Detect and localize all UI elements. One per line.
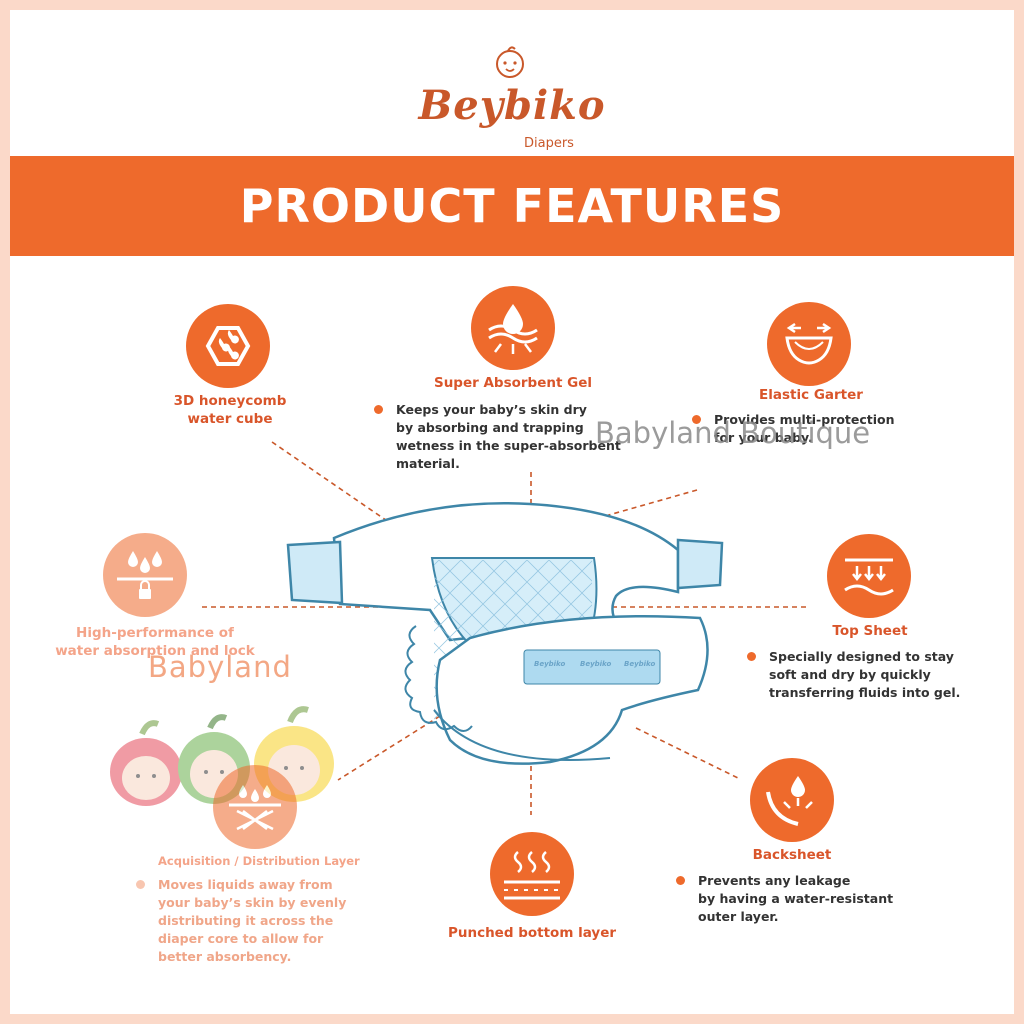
baby-face-icon bbox=[496, 46, 524, 78]
gel-title: Super Absorbent Gel bbox=[433, 375, 593, 391]
product-features-page: Beybiko Diapers PRODUCT FEATURES bbox=[10, 10, 1014, 1014]
bullet-icon bbox=[136, 880, 145, 889]
adl-description: Moves liquids away from your baby’s skin… bbox=[136, 876, 398, 966]
diaper-tag-label: Beybiko bbox=[624, 660, 656, 668]
backsheet-title: Backsheet bbox=[752, 847, 832, 863]
bullet-icon bbox=[692, 415, 701, 424]
bullet-icon bbox=[374, 405, 383, 414]
brand-logo: Beybiko Diapers bbox=[10, 40, 1014, 151]
lock-title: High-performance of water absorption and… bbox=[55, 625, 255, 659]
brand-sub: Diapers bbox=[524, 136, 574, 151]
drop-shield-icon bbox=[750, 758, 834, 842]
garter-title: Elastic Garter bbox=[759, 387, 863, 403]
topsheet-description: Specially designed to stay soft and dry … bbox=[747, 648, 1009, 702]
punched-title: Punched bottom layer bbox=[447, 925, 617, 941]
page-title: PRODUCT FEATURES bbox=[10, 156, 1014, 256]
backsheet-description: Prevents any leakage by having a water-r… bbox=[676, 872, 938, 926]
honeycomb-title: 3D honeycomb water cube bbox=[173, 393, 287, 427]
hexagon-drops-icon bbox=[186, 304, 270, 388]
gel-description: Keeps your baby’s skin dry by absorbing … bbox=[374, 401, 656, 473]
diaper-tag-label: Beybiko bbox=[580, 660, 612, 668]
diaper-illustration bbox=[286, 501, 724, 765]
topsheet-title: Top Sheet bbox=[832, 623, 908, 639]
bullet-icon bbox=[747, 652, 756, 661]
air-flow-icon bbox=[490, 832, 574, 916]
diaper-tag-label: Beybiko bbox=[534, 660, 566, 668]
brand-name: Beybiko bbox=[418, 82, 606, 129]
stretch-diaper-icon bbox=[767, 302, 851, 386]
garter-description: Provides multi-protection for your baby. bbox=[692, 411, 954, 447]
distribution-layer-icon bbox=[213, 765, 297, 849]
drops-lock-icon bbox=[103, 533, 187, 617]
bullet-icon bbox=[676, 876, 685, 885]
boutique-watermark: Babyland Boutique bbox=[595, 416, 871, 450]
adl-title: Acquisition / Distribution Layer bbox=[158, 854, 360, 868]
arrows-down-wave-icon bbox=[827, 534, 911, 618]
babyland-watermark: Babyland bbox=[148, 650, 292, 684]
drop-absorb-icon bbox=[471, 286, 555, 370]
